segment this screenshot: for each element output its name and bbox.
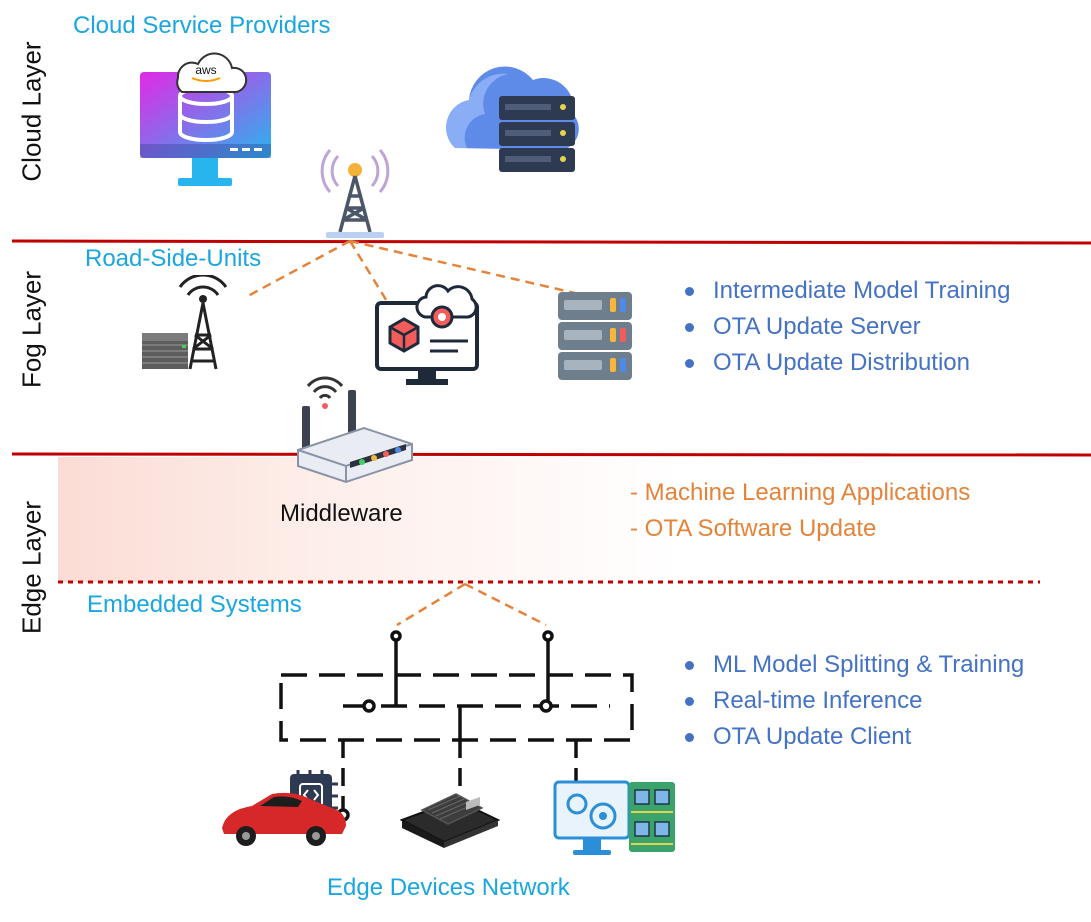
road-side-unit-icon (142, 275, 228, 370)
router-icon (297, 376, 413, 484)
aws-badge: aws (195, 63, 216, 77)
list-item: OTA Update Client (683, 719, 1024, 755)
device-capabilities-list: ML Model Splitting & Training Real-time … (683, 647, 1024, 755)
embedded-links (396, 582, 547, 627)
edge-applications-list: - Machine Learning Applications - OTA So… (630, 475, 970, 547)
list-item: Real-time Inference (683, 683, 1024, 719)
fog-edge-divider (11, 452, 1091, 457)
embedded-network (279, 630, 634, 822)
dev-board-icon (400, 793, 500, 848)
cloud-fog-divider (11, 239, 1091, 245)
list-item: OTA Update Distribution (683, 345, 1011, 381)
list-item: OTA Update Server (683, 309, 1011, 345)
middleware-label: Middleware (280, 500, 403, 527)
cloud-layer-label: Cloud Layer (16, 41, 47, 182)
list-item: Intermediate Model Training (683, 273, 1011, 309)
cloud-providers-label: Cloud Service Providers (73, 12, 331, 39)
list-item: ML Model Splitting & Training (683, 647, 1024, 683)
edge-layer-label: Edge Layer (16, 501, 47, 634)
cloud-provider-monitor-icon: aws (140, 52, 271, 186)
cloud-server-icon (446, 66, 579, 172)
fog-capabilities-list: Intermediate Model Training OTA Update S… (683, 273, 1011, 381)
car-ecu-icon (222, 770, 346, 846)
road-side-units-label: Road-Side-Units (85, 245, 262, 272)
edge-devices-network-label: Edge Devices Network (327, 874, 570, 901)
fog-layer-label: Fog Layer (16, 270, 47, 389)
fog-server-rack-icon (558, 292, 632, 380)
fog-computing-monitor-icon (375, 284, 479, 385)
embedded-systems-label: Embedded Systems (87, 591, 302, 618)
edge-layer-band (58, 457, 1091, 582)
fog-links (245, 239, 593, 304)
list-item: - Machine Learning Applications (630, 479, 971, 506)
cell-tower-icon (320, 149, 390, 238)
embedded-pc-icon (553, 780, 675, 855)
list-item: - OTA Software Update (630, 515, 877, 542)
